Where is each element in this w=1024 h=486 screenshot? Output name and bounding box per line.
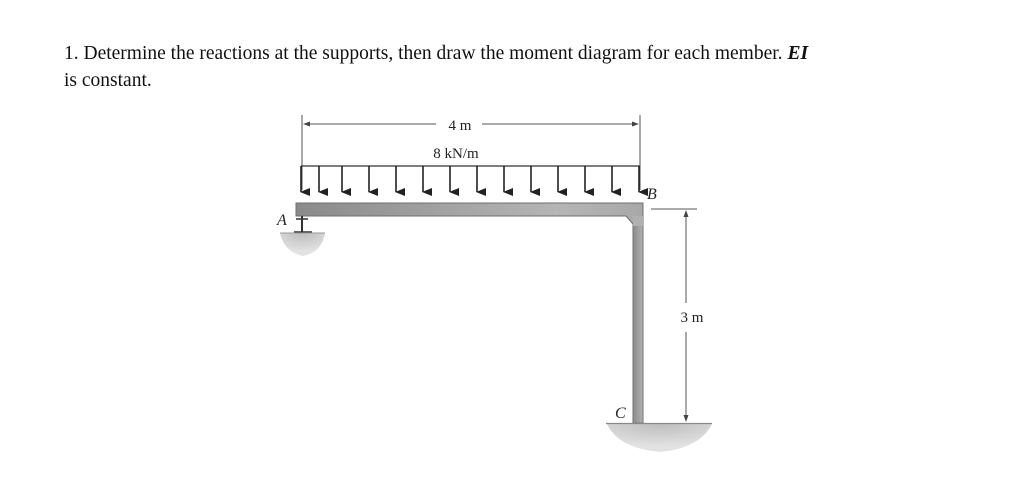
- distributed-load: 8 kN/m: [300, 146, 648, 196]
- dimension-vertical: 3 m: [651, 208, 704, 422]
- label-b: B: [647, 186, 657, 203]
- support-a: A: [276, 212, 325, 256]
- support-c: C: [606, 405, 712, 452]
- label-a: A: [276, 212, 287, 229]
- dimension-horizontal: 4 m: [301, 115, 641, 190]
- problem-text: Determine the reactions at the supports,…: [83, 43, 783, 64]
- load-label: 8 kN/m: [433, 146, 479, 162]
- frame-member: [295, 202, 644, 424]
- dimension-4m-label: 4 m: [449, 118, 472, 134]
- problem-number: 1.: [64, 43, 79, 64]
- dimension-3m-label: 3 m: [681, 310, 704, 326]
- load-arrows: [300, 166, 648, 196]
- problem-text-tail: is constant.: [64, 70, 152, 91]
- problem-ei: EI: [787, 43, 809, 64]
- problem-statement: 1. Determine the reactions at the suppor…: [64, 40, 964, 94]
- label-c: C: [615, 405, 626, 422]
